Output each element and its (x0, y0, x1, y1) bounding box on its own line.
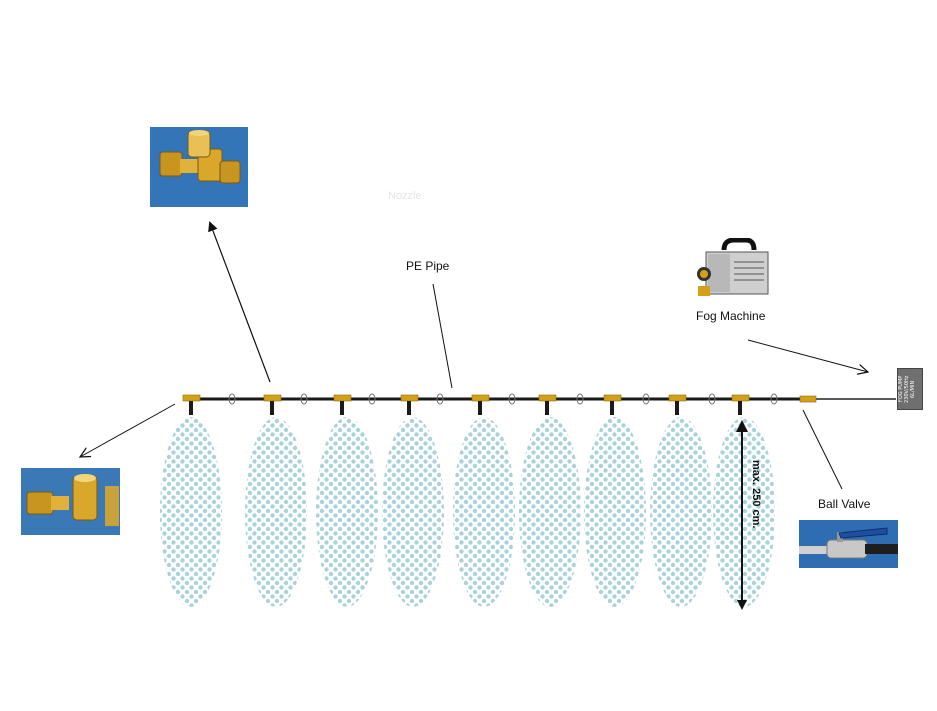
ball-valve-leader (802, 409, 843, 490)
nozzle (182, 394, 201, 415)
nozzle (333, 394, 352, 415)
mist-plume (453, 417, 515, 607)
mist-plume (584, 417, 646, 607)
fog-machine-label: Fog Machine (696, 309, 766, 323)
ball-valve-photo (799, 520, 898, 568)
pe-pipe-leader (432, 283, 453, 389)
nozzle (603, 394, 622, 415)
fog-machine-photo (694, 238, 774, 300)
mist-plume (382, 417, 444, 607)
nozzle (731, 394, 750, 415)
arrow-fog-machine-to-pump (747, 339, 868, 372)
mist-plume (519, 417, 581, 607)
mist-plume (713, 417, 775, 607)
mist-plume (316, 417, 378, 607)
nozzle (400, 394, 419, 415)
mist-plume (650, 417, 712, 607)
pipe-clips (228, 393, 778, 405)
arrow-to-end-nozzle-photo (80, 403, 176, 457)
ball-valve-label: Ball Valve (818, 497, 871, 511)
mist-plume (245, 417, 307, 607)
spray-height-label-wrap: max. 250 cm. (724, 452, 774, 542)
mist-plumes (160, 417, 775, 607)
faint-background-label: Nozzle (388, 190, 422, 202)
end-nozzle-photo (21, 468, 120, 535)
nozzle (263, 394, 282, 415)
nozzle (668, 394, 687, 415)
inline-ball-valve (799, 395, 817, 403)
arrow-to-tee-photo (208, 221, 271, 383)
mist-plume (160, 417, 222, 607)
nozzle (538, 394, 557, 415)
nozzles (182, 394, 750, 415)
spray-height-label: max. 250 cm. (750, 460, 762, 529)
tee-nozzle-photo (150, 127, 248, 207)
fog-pump-tag: FOG PUMP 230V/50Hz 6L/MIN (897, 368, 923, 410)
pe-pipe-label: PE Pipe (406, 259, 450, 273)
nozzle (471, 394, 490, 415)
